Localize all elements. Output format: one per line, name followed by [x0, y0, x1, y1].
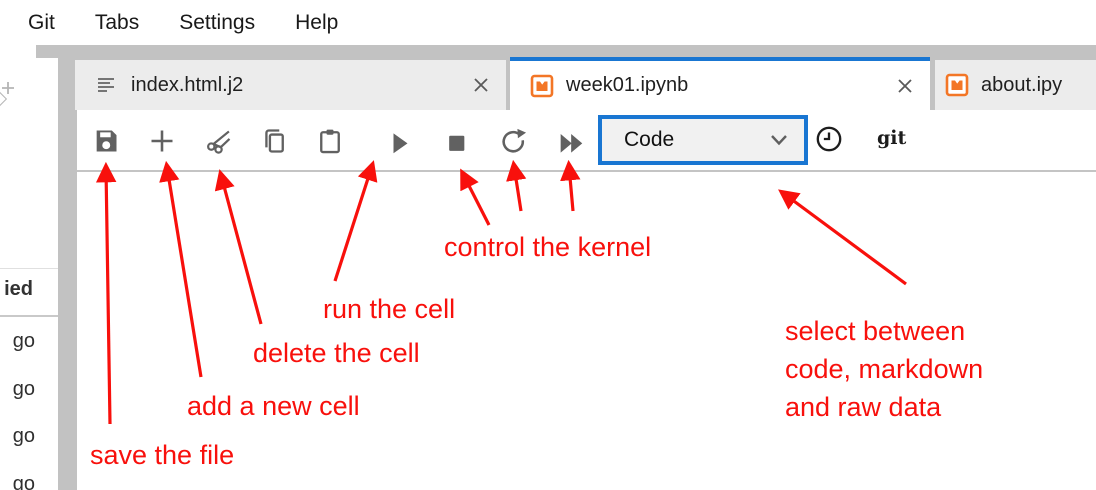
menu-item-settings[interactable]: Settings [179, 10, 256, 34]
menu-item-git[interactable]: Git [28, 10, 55, 34]
fast-forward-icon[interactable] [556, 127, 584, 155]
tab-index-html-j2[interactable]: index.html.j2 [75, 60, 506, 110]
header-divider [0, 315, 58, 317]
menu-item-tabs[interactable]: Tabs [94, 10, 140, 34]
notebook-icon [530, 74, 554, 97]
document-icon [98, 78, 114, 92]
git-toolbar-button[interactable]: git [877, 127, 907, 149]
annotation-cell-type: select between code, markdown and raw da… [785, 312, 983, 426]
new-launcher-plus-icon[interactable] [0, 80, 16, 96]
file-row[interactable]: go [12, 425, 35, 447]
header-divider [0, 268, 58, 269]
clock-icon[interactable] [815, 125, 843, 153]
file-browser-sidebar: ied go go go go [0, 58, 58, 490]
add-cell-icon[interactable] [148, 127, 176, 155]
notebook-toolbar [77, 110, 1096, 172]
notebook-panel [77, 110, 1096, 490]
close-icon[interactable] [896, 77, 914, 95]
annotation-add: add a new cell [187, 391, 360, 421]
notebook-icon [945, 73, 969, 97]
cell-type-dropdown[interactable]: Code [598, 115, 808, 165]
tab-week01-ipynb[interactable]: week01.ipynb [510, 57, 930, 110]
last-modified-column-header[interactable]: ied [4, 278, 33, 300]
file-row[interactable]: go [12, 473, 35, 490]
stop-icon[interactable] [441, 127, 469, 155]
copy-icon[interactable] [260, 127, 288, 155]
restart-kernel-icon[interactable] [499, 127, 527, 155]
menu-bar: Git Tabs Settings Help [0, 0, 1096, 45]
chevron-down-icon [771, 135, 787, 146]
annotation-run: run the cell [323, 294, 456, 324]
tab-label: week01.ipynb [566, 74, 689, 96]
file-row[interactable]: go [12, 330, 35, 352]
run-icon[interactable] [383, 127, 411, 155]
annotation-cell-type-line3: and raw data [785, 392, 942, 422]
annotation-save: save the file [90, 440, 235, 470]
annotation-cell-type-line1: select between [785, 316, 966, 346]
cut-icon[interactable] [205, 127, 233, 155]
annotation-delete: delete the cell [253, 338, 420, 368]
paste-icon[interactable] [316, 127, 344, 155]
tab-label: index.html.j2 [131, 73, 244, 96]
annotation-cell-type-line2: code, markdown [785, 354, 984, 384]
file-row[interactable]: go [12, 378, 35, 400]
save-icon[interactable] [92, 127, 120, 155]
cell-type-value: Code [624, 128, 675, 151]
tab-about-ipynb[interactable]: about.ipy [935, 60, 1096, 110]
close-icon[interactable] [472, 76, 490, 94]
annotation-kernel: control the kernel [444, 232, 652, 262]
menu-item-help[interactable]: Help [295, 10, 339, 34]
tab-label: about.ipy [981, 73, 1063, 96]
